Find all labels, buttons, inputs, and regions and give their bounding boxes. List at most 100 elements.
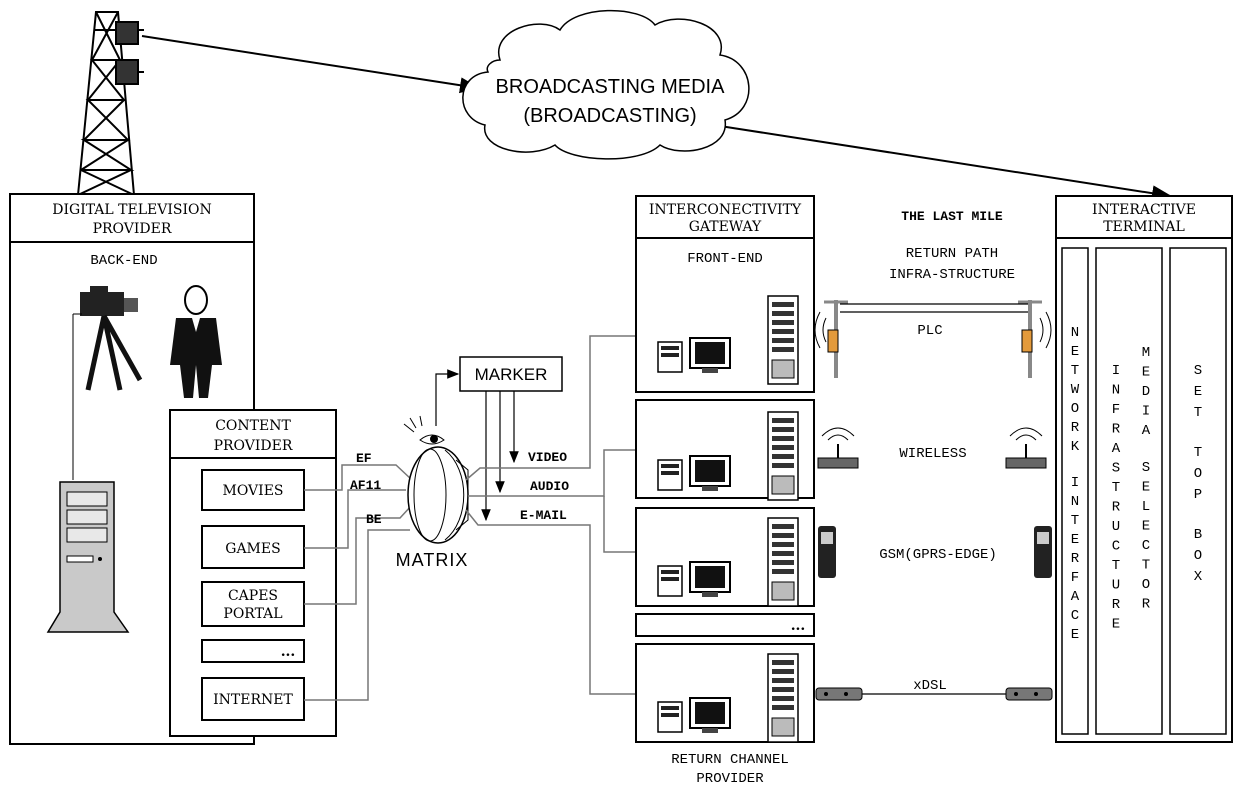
terminal-col-set-top-box-char: P (1194, 487, 1202, 503)
terminal-col-media-selector-char: L (1142, 499, 1150, 515)
signal-be-label: BE (366, 512, 382, 527)
terminal-col-network-interface-char: N (1071, 494, 1079, 510)
terminal-col-media-selector-char: I (1142, 404, 1150, 420)
terminal-col-infrastructure-char: E (1112, 617, 1120, 633)
wireless-router-right-icon (1005, 427, 1047, 469)
marker-down-arrows (481, 391, 519, 522)
content-item-internet: INTERNET (201, 677, 305, 721)
terminal-col-network-interface-char: N (1071, 325, 1079, 341)
terminal-col-set-top-box-char: B (1194, 527, 1202, 543)
terminal-col-network-interface-char: W (1071, 382, 1080, 398)
plc-pole-right-icon (1018, 300, 1052, 378)
matrix-label: MATRIX (396, 550, 469, 570)
terminal-col-network-interface-char: E (1071, 532, 1079, 548)
terminal-col-network-interface-char: R (1071, 551, 1080, 567)
content-to-matrix-lines (304, 464, 413, 701)
content-title-line1: CONTENT (215, 418, 291, 434)
content-title-line2: PROVIDER (214, 438, 293, 454)
gateway-more-label: ... (791, 618, 806, 634)
capes-label-line2: PORTAL (223, 606, 282, 622)
gateway-title-line1: INTERCONECTIVITY (649, 202, 802, 218)
terminal-col-network-interface-char: O (1071, 401, 1079, 417)
terminal-col-network-interface-char: F (1071, 570, 1079, 586)
signal-af11-label: AF11 (350, 478, 381, 493)
plc-label: PLC (917, 323, 942, 339)
workstation-icon (657, 295, 799, 385)
stream-email-label: E-MAIL (520, 508, 567, 523)
terminal-col-set-top-box-char: T (1194, 405, 1202, 421)
return-path-line1: RETURN PATH (906, 246, 998, 262)
plc-pole-left-icon (814, 300, 848, 378)
terminal-col-set-top-box-char: S (1194, 363, 1202, 379)
gateway-header: INTERCONECTIVITY GATEWAY (635, 195, 815, 239)
terminal-col-network-interface-char: E (1071, 344, 1079, 360)
return-channel-line2: PROVIDER (696, 771, 764, 787)
terminal-col-infrastructure-char: R (1112, 422, 1121, 438)
tower-to-cloud-arrow (141, 35, 480, 94)
terminal-col-infrastructure-char: N (1112, 383, 1120, 399)
gateway-title-line2: GATEWAY (689, 219, 762, 235)
backend-label: BACK-END (90, 253, 157, 269)
workstation-icon (657, 653, 799, 743)
xdsl-modem-left-icon (815, 687, 863, 701)
content-item-capes-portal: CAPES PORTAL (201, 581, 305, 627)
terminal-col-media-selector-char: T (1142, 558, 1150, 574)
terminal-col-infrastructure-char: F (1112, 402, 1120, 418)
terminal-col-network-interface-char: I (1071, 475, 1079, 491)
video-camera-icon (80, 286, 143, 391)
terminal-col-infrastructure-char: R (1112, 597, 1121, 613)
matrix-to-gateway-lines (465, 335, 636, 695)
gsm-phone-left-icon (818, 526, 836, 578)
presenter-person-icon (170, 285, 222, 398)
terminal-col-set-top-box-char: X (1194, 569, 1203, 585)
terminal-col-network-interface-char: R (1071, 420, 1080, 436)
terminal-col-network-interface-char: T (1071, 513, 1079, 529)
gateway-panel-more: ... (635, 613, 815, 637)
marker-label: MARKER (475, 365, 548, 384)
matrix-lens-icon (407, 446, 469, 544)
signal-ef-label: EF (356, 451, 372, 466)
games-label: GAMES (225, 541, 280, 557)
broadcasting-media-cloud: BROADCASTING MEDIA (BROADCASTING) (462, 9, 750, 160)
terminal-col-infrastructure-char: U (1112, 519, 1120, 535)
terminal-col-infrastructure-char: T (1112, 558, 1120, 574)
terminal-col-set-top-box-char: O (1194, 466, 1202, 482)
return-channel-line1: RETURN CHANNEL (671, 752, 789, 768)
more-items-label: ... (281, 644, 296, 660)
terminal-col-media-selector-char: M (1142, 345, 1150, 361)
terminal-col-media-selector-char: A (1142, 423, 1151, 439)
xdsl-modem-right-icon (1005, 687, 1053, 701)
gsm-phone-right-icon (1034, 526, 1052, 578)
frontend-label: FRONT-END (687, 251, 763, 267)
terminal-col-media-selector-char: E (1142, 519, 1150, 535)
eye-to-marker-arrow (435, 369, 460, 426)
terminal-col-infrastructure-char: A (1112, 441, 1121, 457)
capes-label-line1: CAPES (228, 588, 278, 604)
cloud-line2: (BROADCASTING) (523, 105, 696, 127)
terminal-col-infrastructure-char: T (1112, 480, 1120, 496)
dtv-title-line2: PROVIDER (93, 221, 172, 237)
terminal-col-infrastructure-char: I (1112, 363, 1120, 379)
terminal-col-network-interface-char: K (1071, 439, 1080, 455)
return-path-line2: INFRA-STRUCTURE (889, 267, 1015, 283)
server-tower-icon (46, 481, 130, 633)
terminal-col-media-selector-char: E (1142, 480, 1150, 496)
terminal-title-line1: INTERACTIVE (1092, 202, 1196, 218)
gsm-label: GSM(GPRS-EDGE) (879, 547, 997, 563)
terminal-col-infrastructure-char: C (1112, 539, 1120, 555)
broadcast-tower-icon (77, 11, 144, 196)
wireless-label: WIRELESS (899, 446, 966, 462)
terminal-col-network-interface-char: A (1071, 589, 1080, 605)
terminal-title-line2: TERMINAL (1103, 219, 1185, 235)
terminal-col-media-selector-char: C (1142, 538, 1150, 554)
stream-video-label: VIDEO (528, 450, 567, 465)
xdsl-label: xDSL (913, 678, 947, 694)
workstation-icon (657, 411, 799, 501)
content-item-games: GAMES (201, 525, 305, 569)
last-mile-title: THE LAST MILE (901, 209, 1003, 224)
